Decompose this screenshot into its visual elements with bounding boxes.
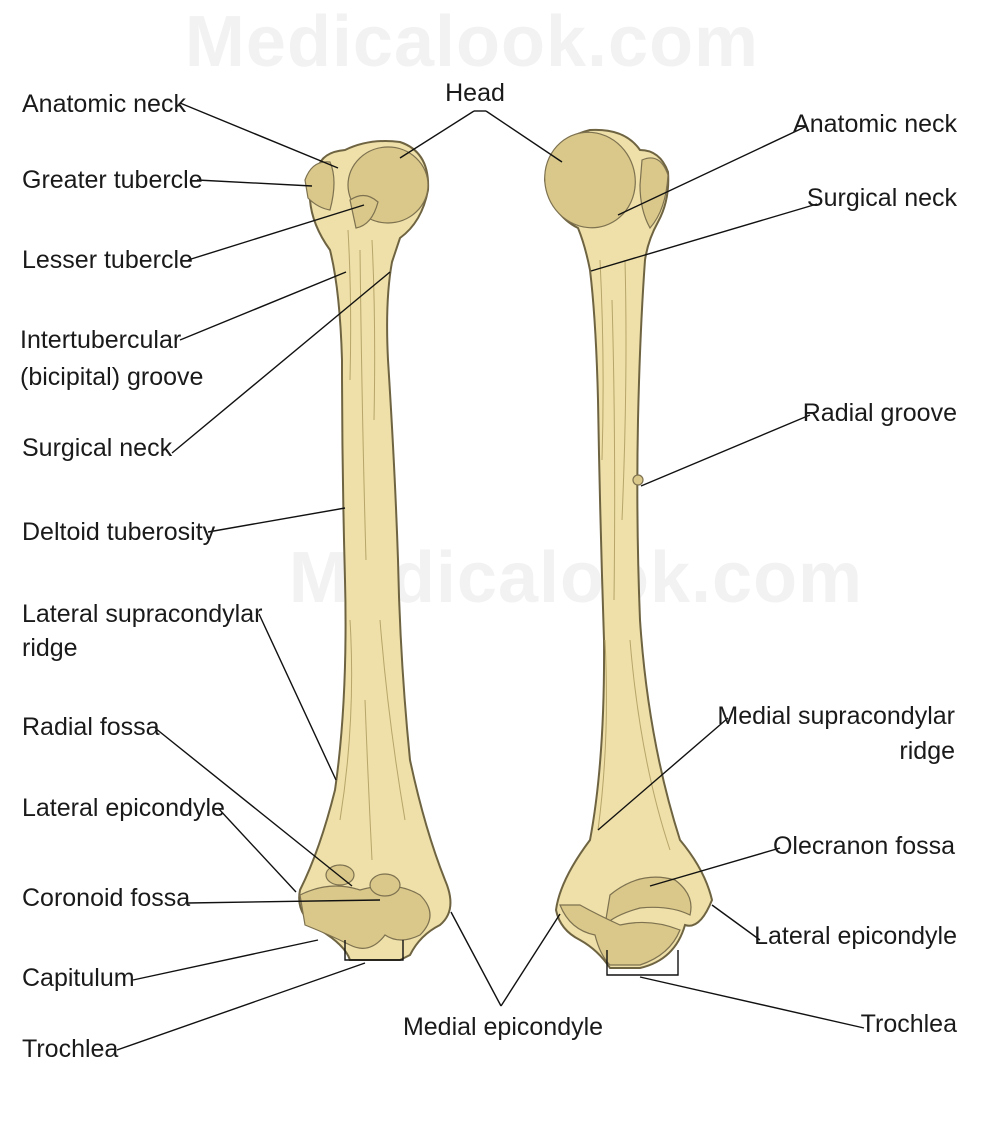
label-coronoid-fossa: Coronoid fossa	[22, 884, 190, 912]
label-olecranon-fossa: Olecranon fossa	[773, 832, 955, 860]
label-medial-supracondylar-line1: Medial supracondylar	[717, 702, 955, 730]
center-leader-lines	[399, 110, 563, 1007]
label-deltoid-tuberosity: Deltoid tuberosity	[22, 518, 216, 546]
label-radial-groove: Radial groove	[803, 399, 957, 427]
label-surgical-neck-left: Surgical neck	[22, 434, 173, 462]
label-anatomic-neck-right: Anatomic neck	[793, 110, 957, 138]
anterior-trochlea-bracket	[344, 940, 404, 961]
label-lateral-supracondylar-line1: Lateral supracondylar	[22, 600, 262, 628]
label-lesser-tubercle: Lesser tubercle	[22, 246, 193, 274]
label-anatomic-neck-left: Anatomic neck	[22, 90, 186, 118]
label-lateral-epicondyle-left: Lateral epicondyle	[22, 794, 225, 822]
label-head: Head	[445, 79, 505, 107]
label-lateral-supracondylar-line2: ridge	[22, 634, 78, 662]
label-greater-tubercle: Greater tubercle	[22, 166, 203, 194]
anterior-lesser-tubercle-shape	[349, 194, 379, 229]
olecranon-fossa-shape	[604, 876, 692, 927]
posterior-trochlea-bracket	[606, 950, 679, 976]
anterior-coronoid-fossa-shape	[369, 873, 401, 897]
anterior-bone-outline	[298, 140, 452, 961]
left-leader-lines	[116, 102, 391, 1051]
right-leader-lines	[590, 125, 865, 1029]
humerus-posterior-view	[543, 128, 714, 969]
label-trochlea-right: Trochlea	[861, 1010, 957, 1038]
anterior-greater-tubercle-shape	[304, 161, 335, 211]
label-capitulum: Capitulum	[22, 964, 135, 992]
label-lateral-epicondyle-right: Lateral epicondyle	[754, 922, 957, 950]
label-surgical-neck-right: Surgical neck	[807, 184, 958, 212]
label-medial-epicondyle: Medial epicondyle	[403, 1013, 603, 1041]
label-intertubercular-line2: (bicipital) groove	[20, 363, 203, 391]
label-medial-supracondylar-line2: ridge	[899, 737, 955, 765]
watermark-top: Medicalook.com	[185, 2, 759, 82]
posterior-head-shape	[544, 131, 636, 229]
posterior-trochlea-shape	[559, 904, 681, 966]
humerus-anterior-view	[298, 140, 452, 961]
anterior-condyles-shape	[299, 885, 431, 949]
posterior-bone-outline	[543, 128, 714, 969]
label-intertubercular-line1: Intertubercular	[20, 326, 181, 354]
radial-groove-mark	[632, 474, 644, 486]
label-radial-fossa: Radial fossa	[22, 713, 160, 741]
label-trochlea-left: Trochlea	[22, 1035, 118, 1063]
